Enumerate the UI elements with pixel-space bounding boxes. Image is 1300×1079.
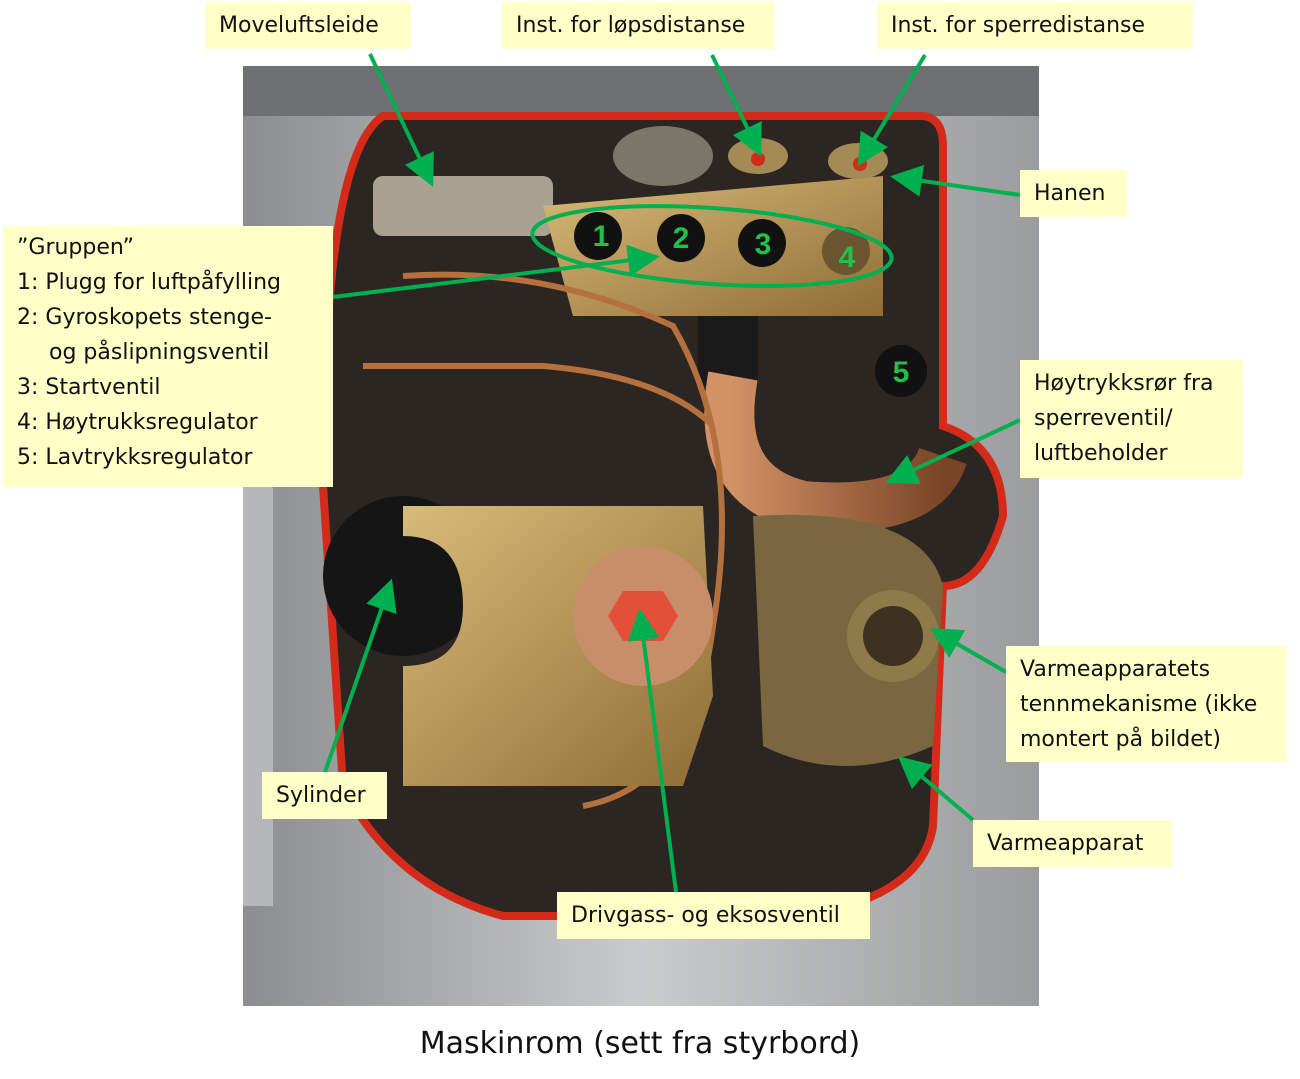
engine-room-photo <box>243 66 1039 1006</box>
label-drivgass: Drivgass- og eksosventil <box>557 892 870 939</box>
arrow-moveluftsleide <box>368 53 434 187</box>
marker-2: 2 <box>673 222 690 255</box>
figure-caption: Maskinrom (sett fra styrbord) <box>419 1026 861 1061</box>
gruppen-outline <box>530 204 894 288</box>
arrow-gruppen <box>332 244 660 299</box>
label-sylinder: Sylinder <box>262 772 387 819</box>
label-moveluftsleide: Moveluftsleide <box>205 2 411 49</box>
arrow-hanen <box>890 165 1021 197</box>
label-sperredistanse: Inst. for sperredistanse <box>877 2 1193 49</box>
marker-4: 4 <box>839 241 856 274</box>
arrow-sperredistanse <box>857 53 927 167</box>
arrow-drivgass <box>627 608 678 893</box>
label-varmeapparat: Varmeapparat <box>973 820 1172 867</box>
label-lopsdistanse: Inst. for løpsdistanse <box>502 2 774 49</box>
arrow-varmeapparat <box>897 756 975 822</box>
label-gruppen: ”Gruppen” 1: Plugg for luftpåfylling 2: … <box>3 226 333 487</box>
arrow-lopsdistanse <box>710 54 762 157</box>
label-hanen: Hanen <box>1020 170 1127 217</box>
label-varmeapparatets: Varmeapparatets tennmekanisme (ikke mont… <box>1006 646 1286 762</box>
label-hoytrykksror: Høytrykksrør fra sperreventil/ luftbehol… <box>1020 360 1243 478</box>
marker-3: 3 <box>755 228 772 261</box>
marker-5: 5 <box>893 356 910 389</box>
arrow-varmeapparatets <box>929 628 1007 674</box>
arrow-sylinder <box>323 578 397 773</box>
arrow-hoytrykksror <box>885 418 1021 485</box>
marker-1: 1 <box>593 220 610 253</box>
